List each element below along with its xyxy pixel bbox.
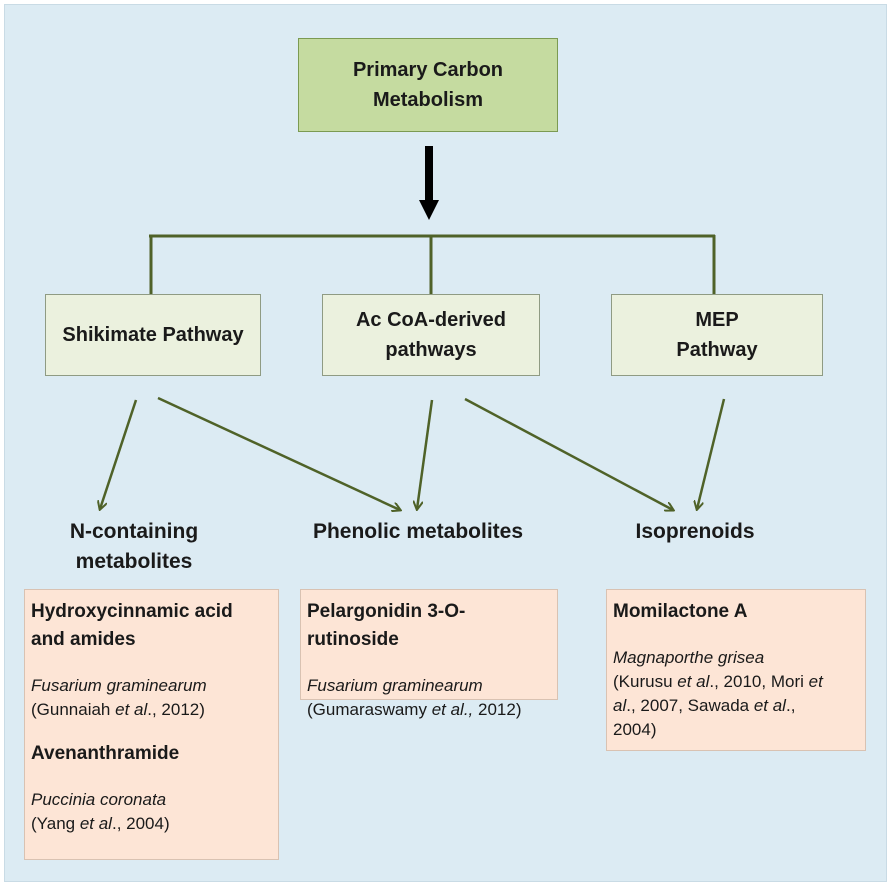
- organism-name: Fusarium graminearum: [307, 676, 483, 695]
- card-entry: Hydroxycinnamic acid and amides Fusarium…: [31, 598, 272, 722]
- acetyl-coa-pathway-box: Ac CoA-derived pathways: [322, 294, 540, 376]
- isoprenoids-label: Isoprenoids: [625, 517, 765, 547]
- arrow-shikimate-to-phenolic: [157, 396, 400, 510]
- n-containing-line2: metabolites: [75, 550, 193, 573]
- arrow-mep-to-isoprenoids: [697, 398, 726, 509]
- mep-pathway-box: MEP Pathway: [611, 294, 823, 376]
- isoprenoids-line1: Isoprenoids: [635, 520, 755, 543]
- organism-name: Fusarium graminearum: [31, 676, 207, 695]
- isoprenoids-card: Momilactone A Magnaporthe grisea (Kurusu…: [606, 589, 866, 751]
- n-containing-line1: N-containing: [69, 520, 199, 543]
- compound-name: Momilactone A: [613, 601, 748, 622]
- mep-label-line1: MEP: [695, 309, 739, 331]
- compound-name: Avenanthramide: [31, 743, 180, 764]
- arrow-shikimate-to-n-containing: [100, 399, 138, 509]
- phenolic-line1: Phenolic metabolites: [312, 520, 524, 543]
- reference: (Gunnaiah et al., 2012): [31, 700, 205, 719]
- arrow-acetyl-coa-to-isoprenoids: [464, 397, 673, 510]
- branch-bracket: [149, 234, 716, 294]
- primary-carbon-metabolism-box: Primary Carbon Metabolism: [298, 38, 558, 132]
- organism-name: Puccinia coronata: [31, 790, 167, 809]
- shikimate-label: Shikimate Pathway: [62, 324, 244, 346]
- n-containing-card: Hydroxycinnamic acid and amides Fusarium…: [24, 589, 279, 860]
- compound-name: Pelargonidin 3-O-rutinoside: [307, 601, 466, 650]
- acetyl-coa-label-line1: Ac CoA-derived: [355, 309, 507, 331]
- mep-label-line2: Pathway: [676, 339, 758, 361]
- reference: (Yang et al., 2004): [31, 814, 170, 833]
- reference: (Gumaraswamy et al., 2012): [307, 700, 522, 719]
- compound-name: Hydroxycinnamic acid and amides: [31, 601, 233, 650]
- arrow-acetyl-coa-to-phenolic: [417, 399, 434, 509]
- phenolic-card: Pelargonidin 3-O-rutinoside Fusarium gra…: [300, 589, 558, 719]
- reference: (Kurusu et al., 2010, Mori et al., 2007,…: [613, 672, 823, 739]
- main-arrow: [419, 146, 439, 220]
- phenolic-metabolites-label: Phenolic metabolites: [298, 517, 538, 547]
- n-containing-metabolites-label: N-containing metabolites: [44, 517, 224, 577]
- primary-label-line2: Metabolism: [372, 89, 484, 111]
- card-entry: Avenanthramide Puccinia coronata (Yang e…: [31, 740, 272, 836]
- acetyl-coa-label-line2: pathways: [385, 339, 477, 361]
- primary-label-line1: Primary Carbon: [352, 59, 504, 81]
- shikimate-pathway-box: Shikimate Pathway: [45, 294, 261, 376]
- organism-name: Magnaporthe grisea: [613, 648, 765, 667]
